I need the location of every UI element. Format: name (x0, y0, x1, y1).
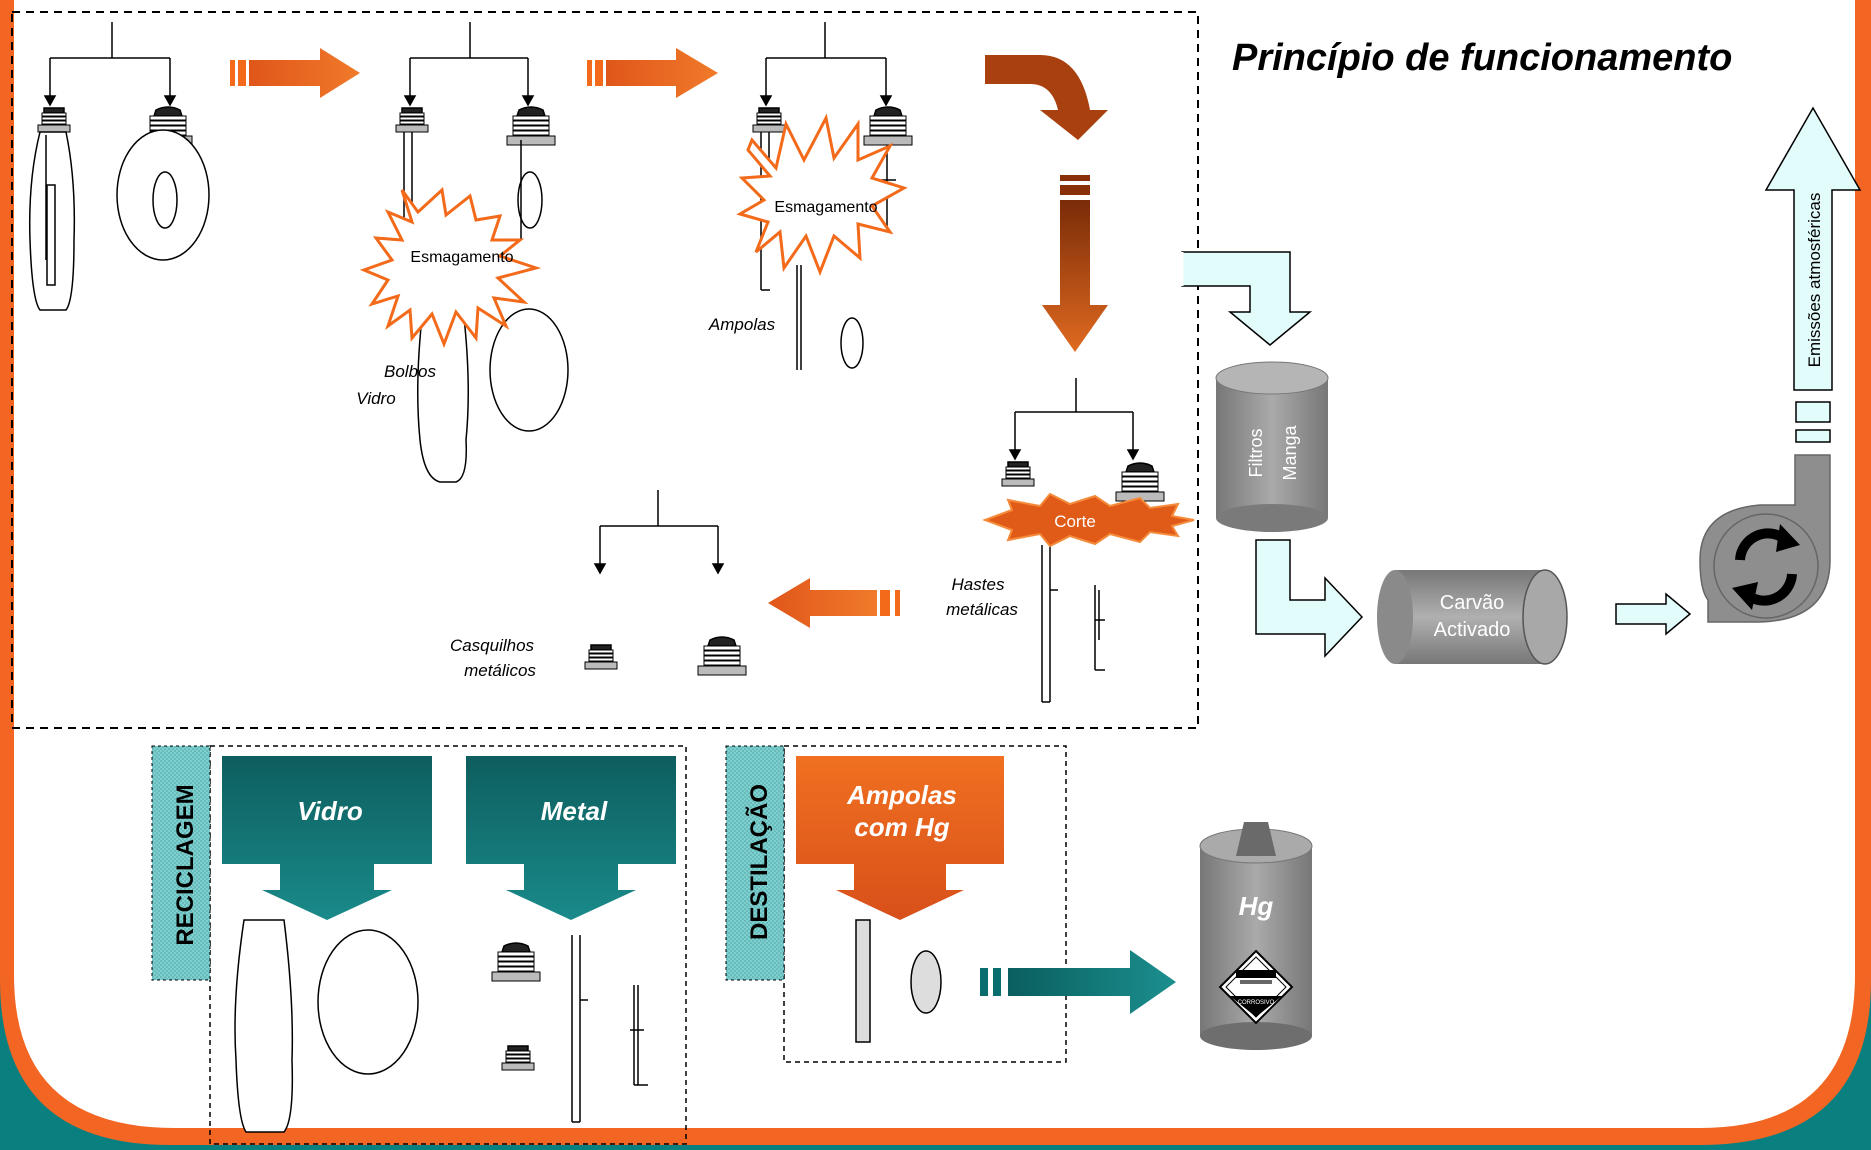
manga-label: Manga (1280, 424, 1300, 480)
metal-label: Metal (541, 796, 608, 826)
vidro-label: Vidro (297, 796, 363, 826)
reciclagem-items (234, 919, 648, 1133)
corte-label: Corte (1054, 512, 1096, 531)
destilacao-items (855, 919, 942, 1043)
emissoes-arrow (1764, 106, 1862, 391)
process-arrow-1 (230, 48, 360, 98)
stage-4-cutting (1001, 378, 1165, 703)
air-flow-arrow-1 (1180, 251, 1313, 346)
ampolas-label: Ampolas (708, 315, 776, 334)
vidro-box (222, 756, 432, 920)
main-process-box (11, 11, 1199, 729)
ampolas-hg-box (796, 756, 1004, 920)
air-flow-arrow-2 (1255, 539, 1364, 658)
process-arrow-2 (587, 48, 718, 98)
hg-container (1199, 822, 1313, 1050)
crush-burst-2 (736, 113, 908, 277)
stage-2-crushing (395, 22, 569, 483)
emissoes-label: Emissões atmosféricas (1805, 193, 1824, 368)
metal-box (466, 756, 676, 920)
ampolas-hg-label: Ampolas (846, 780, 957, 810)
carvao-activado-cylinder (1377, 569, 1568, 665)
stage-5-caps (584, 490, 747, 676)
filtros-label: Filtros (1246, 429, 1266, 478)
hg-label: Hg (1239, 891, 1274, 921)
esmagamento-label-1: Esmagamento (410, 249, 513, 266)
stage-3-crushing (752, 22, 913, 370)
hastes-label: Hastes (952, 575, 1005, 594)
page-title: Princípio de funcionamento (1232, 37, 1732, 79)
process-arrow-3 (985, 55, 1108, 352)
bolbos-label: Bolbos (384, 362, 436, 381)
activado-label: Activado (1434, 619, 1511, 641)
air-flow-arrow-3 (1615, 592, 1692, 636)
destilacao-tag (725, 745, 785, 981)
destilacao-arrow (980, 950, 1176, 1014)
esmagamento-label-2: Esmagamento (774, 199, 877, 216)
reciclagem-label: RECICLAGEM (172, 784, 199, 945)
metalicos-sublabel: metálicos (464, 661, 536, 680)
destilacao-label: DESTILAÇÃO (745, 784, 773, 940)
carvao-label: Carvão (1440, 592, 1504, 614)
filtros-manga-cylinder (1215, 361, 1329, 532)
reciclagem-tag (151, 745, 211, 981)
com-hg-label: com Hg (854, 812, 949, 842)
process-arrow-left (768, 578, 900, 628)
vidro-sublabel: Vidro (356, 389, 395, 408)
fan (1699, 401, 1831, 623)
cut-burst (982, 492, 1195, 548)
crush-burst-1 (359, 187, 542, 349)
stage-1-lamps (28, 22, 210, 311)
corrosivo-label: CORROSIVO (1238, 1000, 1275, 1006)
casquilhos-label: Casquilhos (450, 636, 535, 655)
metalicas-sublabel: metálicas (946, 600, 1018, 619)
